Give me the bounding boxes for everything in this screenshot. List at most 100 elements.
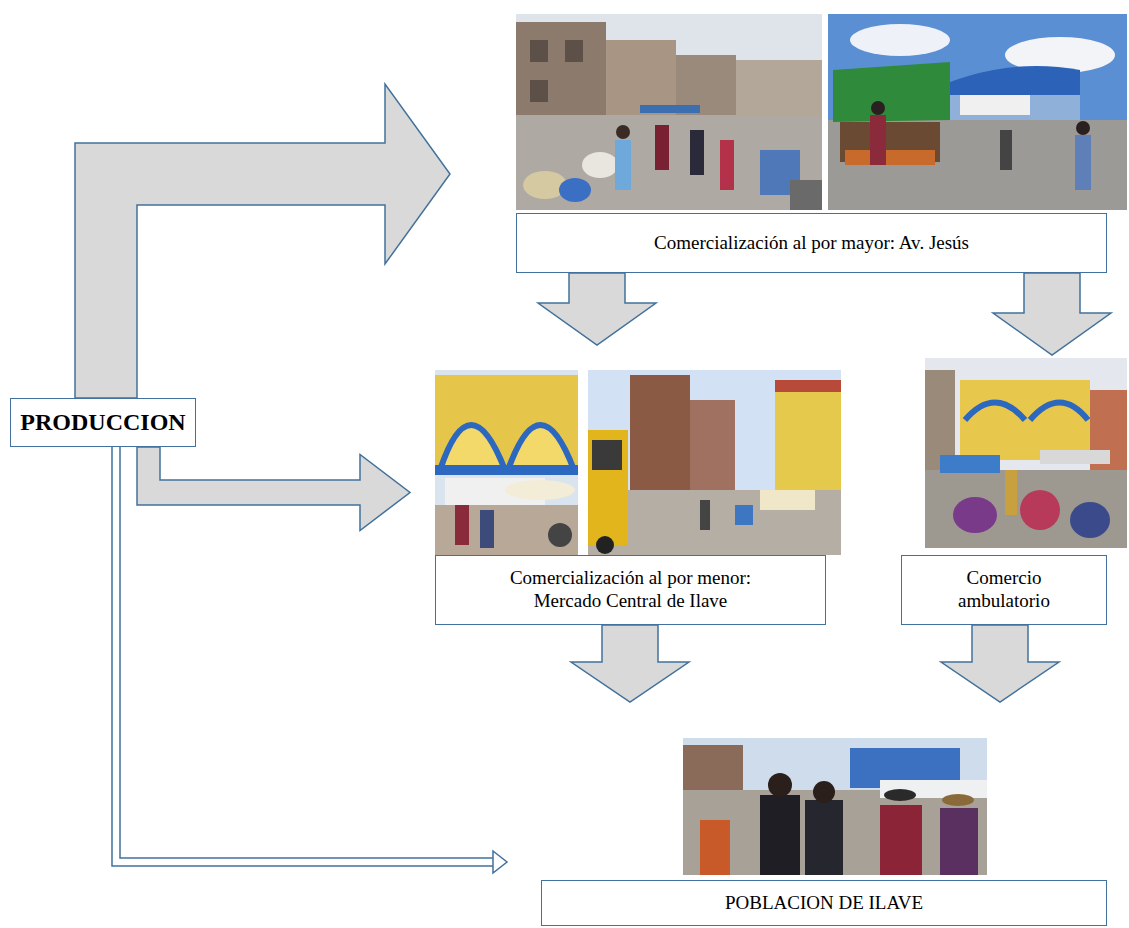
illustration-shape xyxy=(760,795,800,875)
illustration-shape xyxy=(850,24,950,56)
illustration-shape xyxy=(790,180,822,210)
flow-arrow xyxy=(75,84,450,398)
illustration-shape xyxy=(775,380,841,392)
illustration-shape xyxy=(493,851,507,873)
illustration-shape xyxy=(596,536,614,554)
illustration-shape xyxy=(592,440,622,470)
illustration-shape xyxy=(516,115,822,210)
illustration-shape xyxy=(960,380,1090,460)
illustration-shape xyxy=(615,140,631,190)
illustration-shape xyxy=(530,40,548,62)
illustration-shape xyxy=(1020,490,1060,530)
illustration-shape xyxy=(884,789,916,801)
box-label: Comercio ambulatorio xyxy=(944,567,1064,613)
illustration-shape xyxy=(700,500,710,530)
street-trade-box: Comercio ambulatorio xyxy=(901,555,1107,625)
illustration-shape xyxy=(137,447,410,531)
illustration-shape xyxy=(1070,502,1110,538)
illustration-shape xyxy=(565,40,583,62)
wholesale-box: Comercialización al por mayor: Av. Jesús xyxy=(516,213,1107,273)
illustration-shape xyxy=(833,62,950,122)
illustration-shape xyxy=(508,425,574,470)
illustration-shape xyxy=(805,800,843,875)
photo-market-facade xyxy=(435,370,578,555)
source-box: PRODUCCION xyxy=(10,398,196,447)
illustration-shape xyxy=(768,773,792,797)
box-label: PRODUCCION xyxy=(20,408,185,437)
illustration-shape xyxy=(760,490,815,510)
illustration-shape xyxy=(1000,130,1012,170)
illustration-shape xyxy=(112,447,493,866)
illustration-shape xyxy=(700,820,730,875)
flow-arrow xyxy=(112,447,507,873)
photo-street-truck xyxy=(588,370,841,555)
illustration-shape xyxy=(630,375,690,505)
population-box: POBLACION DE ILAVE xyxy=(541,880,1107,926)
illustration-shape xyxy=(736,60,822,115)
box-label: Comercialización al por menor: Mercado C… xyxy=(486,567,776,613)
illustration-shape xyxy=(880,805,922,875)
illustration-shape xyxy=(683,790,987,875)
illustration-shape xyxy=(813,781,835,803)
box-label: POBLACION DE ILAVE xyxy=(725,892,923,915)
illustration-shape xyxy=(720,140,734,190)
illustration-shape xyxy=(640,105,700,113)
illustration-shape xyxy=(455,505,469,545)
illustration-shape xyxy=(530,80,548,102)
illustration-shape xyxy=(75,84,450,398)
illustration-shape xyxy=(941,625,1059,702)
illustration-shape xyxy=(480,510,494,548)
illustration-shape xyxy=(940,455,1000,473)
illustration-shape xyxy=(571,625,689,702)
illustration-shape xyxy=(775,385,841,505)
illustration-shape xyxy=(925,470,1127,548)
illustration-shape xyxy=(440,425,505,470)
illustration-shape xyxy=(435,370,578,555)
illustration-shape xyxy=(993,273,1111,355)
box-label: Comercialización al por mayor: Av. Jesús xyxy=(654,232,969,255)
illustration-shape xyxy=(538,273,656,345)
illustration-shape xyxy=(1075,135,1091,190)
photo-population xyxy=(683,738,987,875)
flow-arrow xyxy=(571,625,689,702)
illustration-shape xyxy=(1005,470,1017,515)
illustration-shape xyxy=(845,150,935,165)
illustration-shape xyxy=(690,400,735,500)
illustration-shape xyxy=(582,152,618,178)
illustration-shape xyxy=(1076,121,1090,135)
illustration-shape xyxy=(505,480,575,500)
illustration-shape xyxy=(435,465,578,475)
photo-street-vendors xyxy=(925,358,1127,548)
illustration-shape xyxy=(960,95,1030,115)
retail-box: Comercialización al por menor: Mercado C… xyxy=(435,555,826,625)
illustration-shape xyxy=(435,505,578,555)
illustration-shape xyxy=(1040,450,1110,464)
flow-arrow xyxy=(137,447,410,531)
photo-wholesale-street xyxy=(516,14,822,210)
illustration-shape xyxy=(683,738,987,875)
illustration-shape xyxy=(683,745,743,795)
illustration-shape xyxy=(655,125,669,170)
flow-arrow xyxy=(993,273,1111,355)
illustration-shape xyxy=(735,505,753,525)
illustration-shape xyxy=(925,358,1127,548)
illustration-shape xyxy=(559,178,591,202)
illustration-shape xyxy=(516,14,822,210)
illustration-shape xyxy=(871,101,885,115)
illustration-shape xyxy=(828,14,1127,210)
illustration-shape xyxy=(953,497,997,533)
illustration-shape xyxy=(588,430,628,545)
illustration-shape xyxy=(870,115,886,165)
flow-arrow xyxy=(538,273,656,345)
illustration-shape xyxy=(616,125,630,139)
illustration-shape xyxy=(942,794,974,806)
illustration-shape xyxy=(940,808,978,875)
flow-arrow xyxy=(941,625,1059,702)
photo-market-tarps xyxy=(828,14,1127,210)
illustration-shape xyxy=(588,370,841,555)
illustration-shape xyxy=(120,447,493,858)
illustration-shape xyxy=(548,523,572,547)
illustration-shape xyxy=(690,130,704,175)
